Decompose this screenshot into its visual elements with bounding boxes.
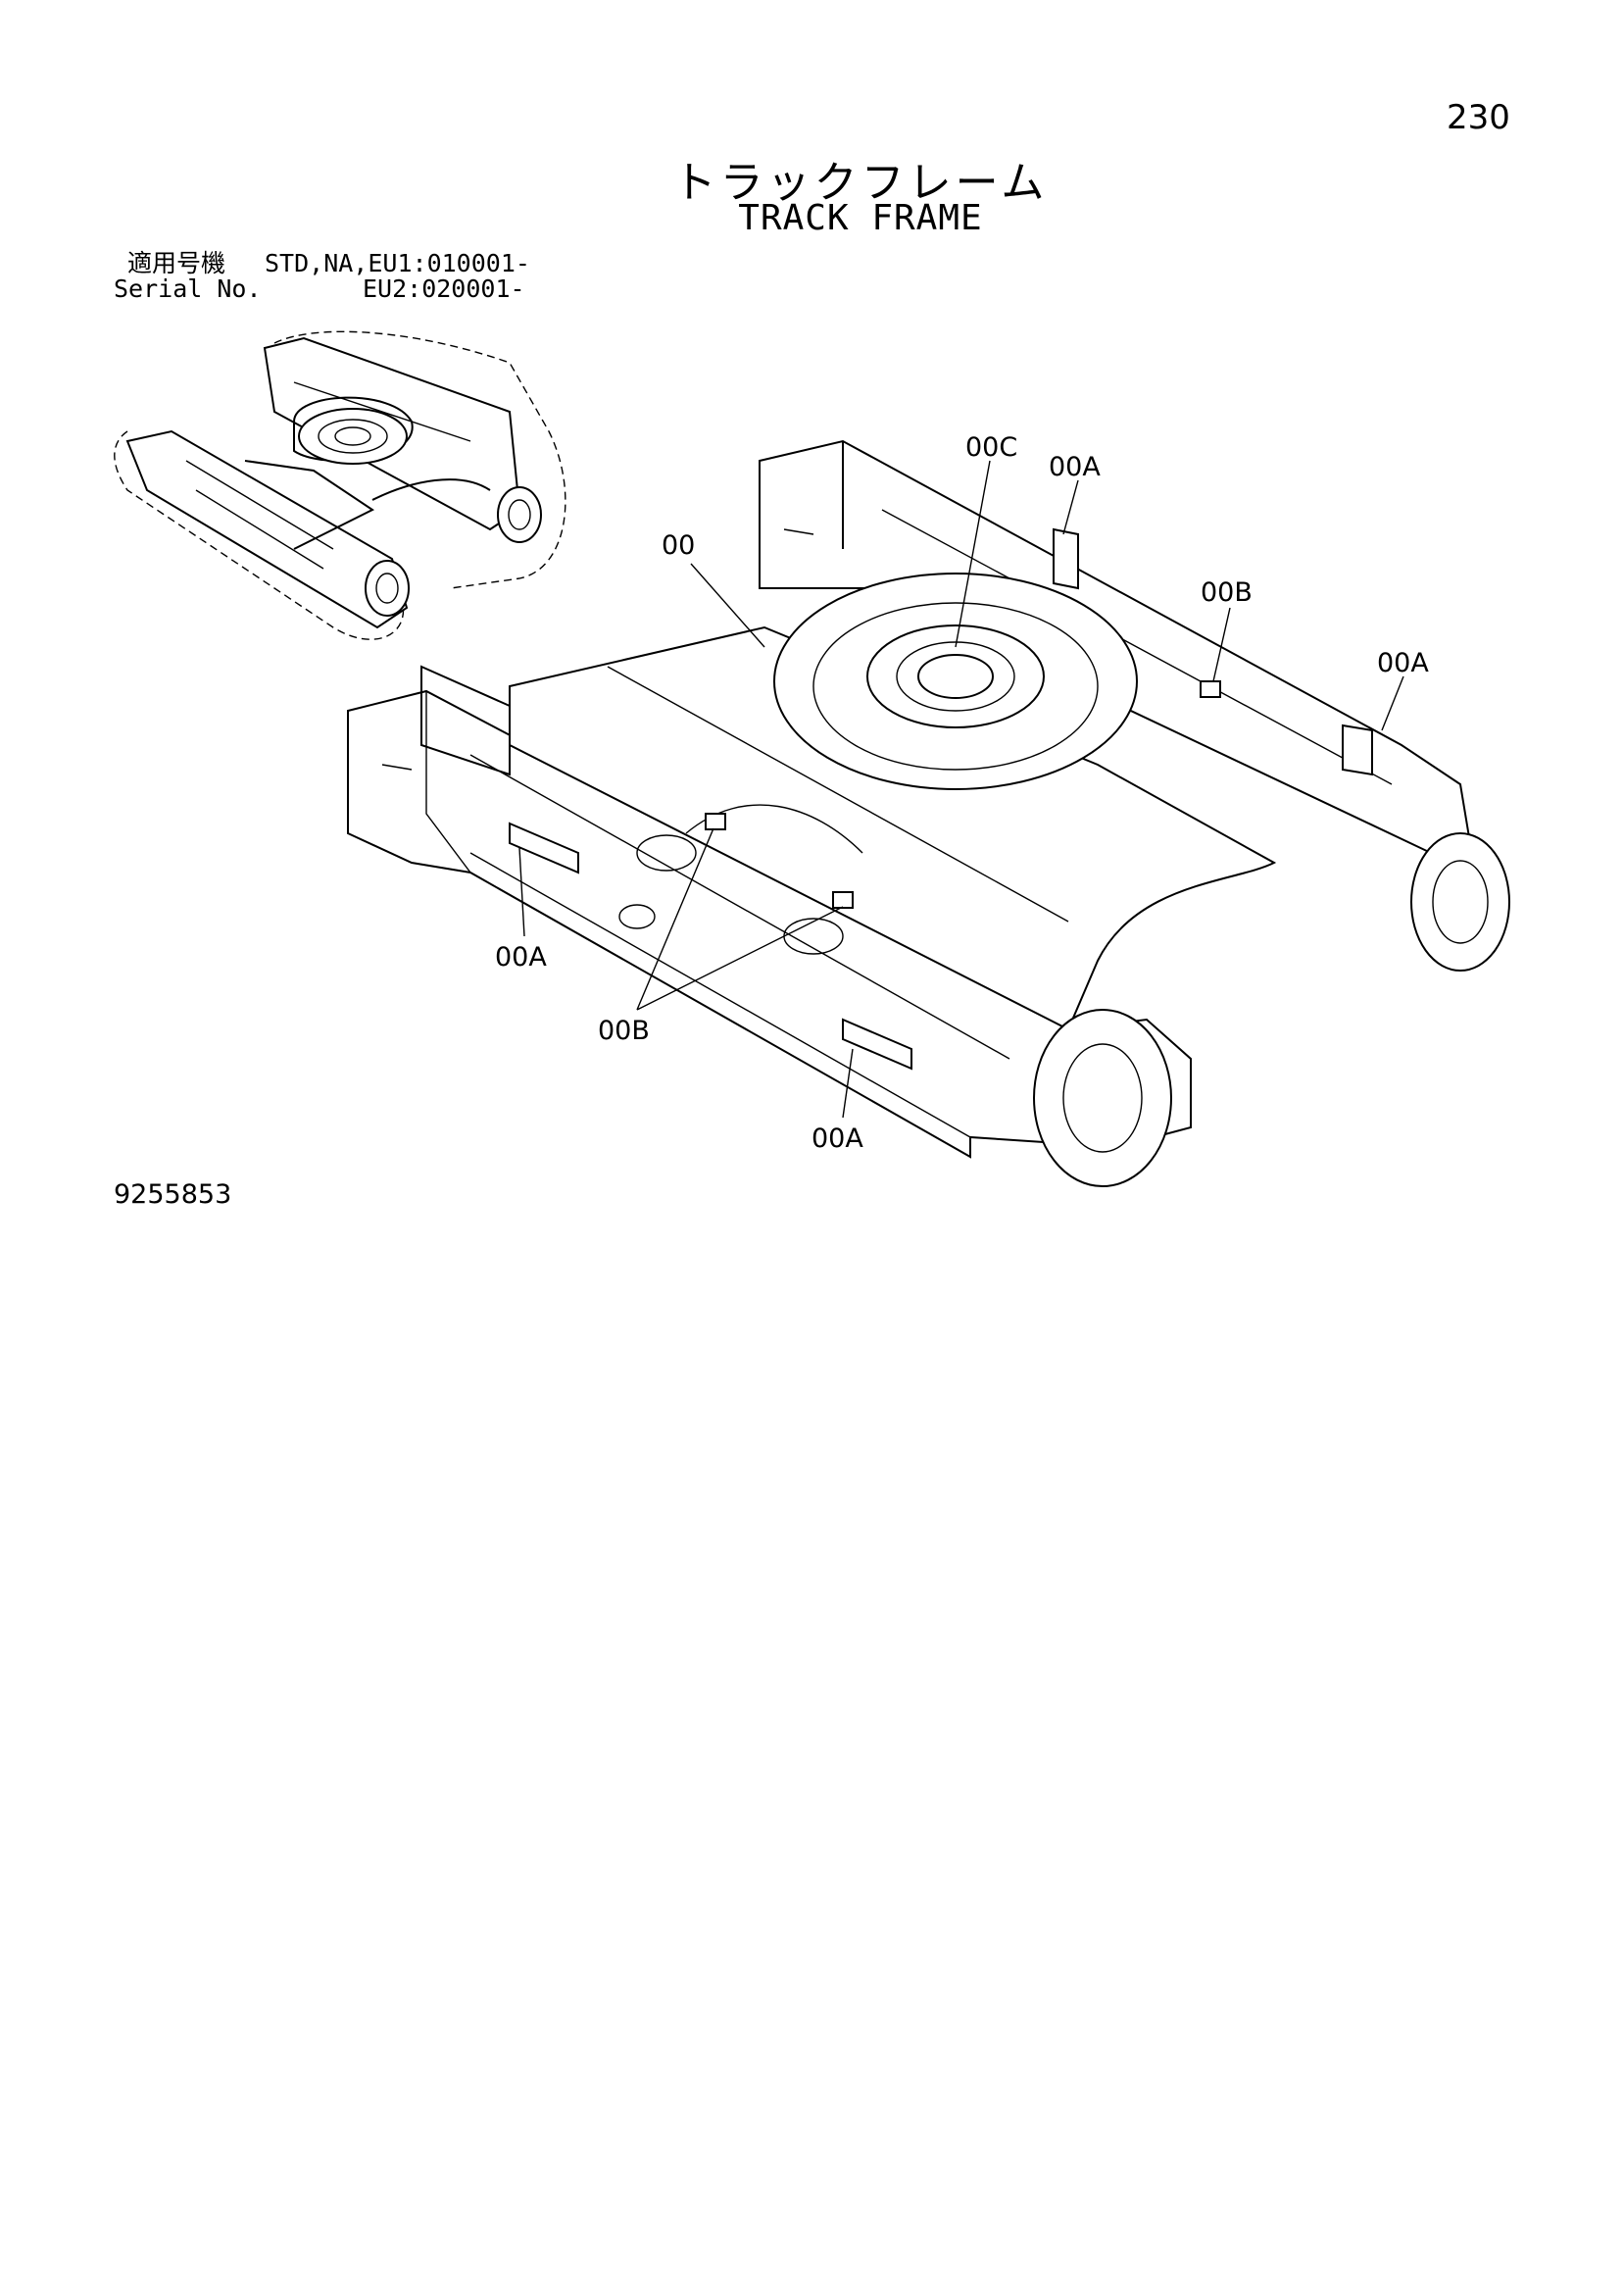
page-title-japanese: トラックフレーム (672, 158, 1049, 208)
serial-label-english: Serial No. (114, 275, 262, 303)
drawing-number: 9255853 (114, 1179, 232, 1210)
page-number: 230 (1447, 98, 1510, 137)
overview-illustration (114, 330, 566, 640)
serial-range-line1: STD,NA,EU1:010001- (265, 249, 530, 277)
serial-range-line2: EU2:020001- (363, 275, 525, 303)
callout-00c: 00C (965, 432, 1017, 463)
main-track-frame-illustration (347, 439, 1510, 1187)
serial-label-japanese: 適用号機 (127, 249, 226, 277)
callout-00b-right: 00B (1201, 577, 1253, 608)
callout-00a-left: 00A (495, 942, 547, 973)
callout-00a-right: 00A (1377, 648, 1429, 678)
callout-00a-bottom: 00A (812, 1123, 863, 1154)
page-title-english: TRACK FRAME (738, 198, 983, 238)
callout-00a-top: 00A (1049, 452, 1101, 482)
callout-00: 00 (662, 530, 695, 561)
callout-00b-bottom: 00B (598, 1016, 650, 1046)
callout-leaders (518, 460, 1404, 1119)
